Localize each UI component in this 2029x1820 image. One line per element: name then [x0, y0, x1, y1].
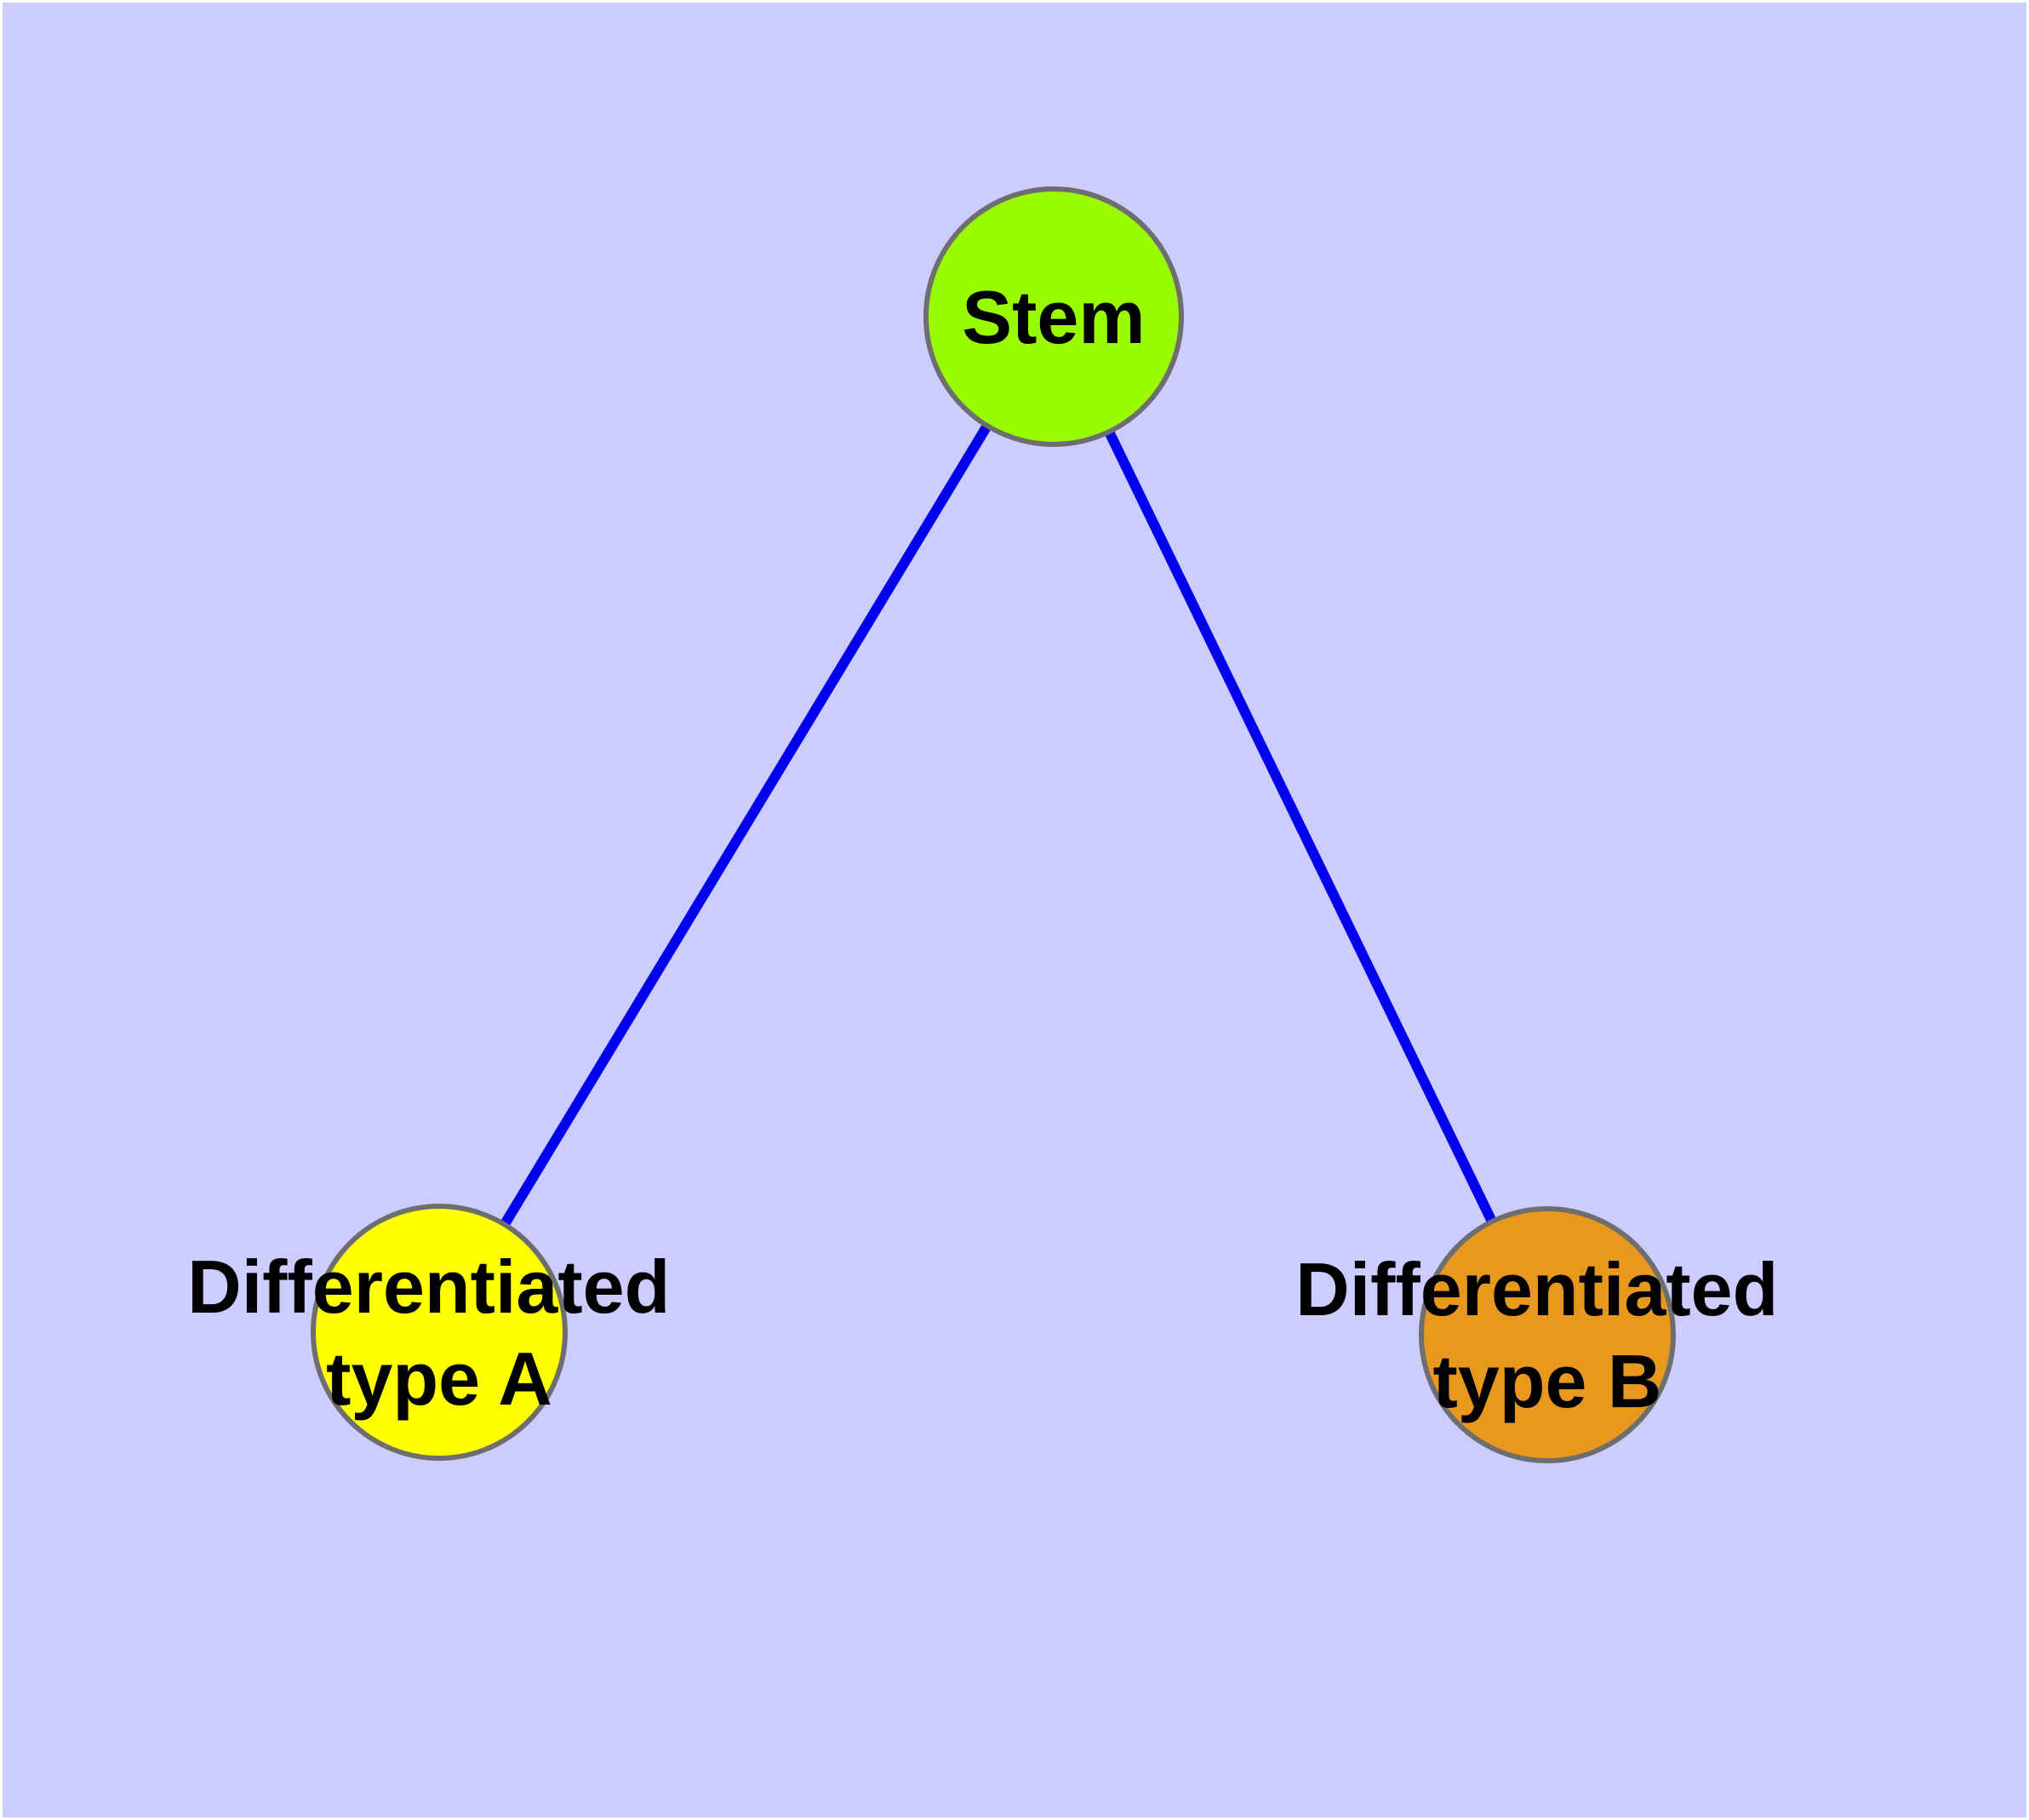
node-differentiated-type-b-label: Differentiated type B	[1295, 1247, 1799, 1423]
node-stem-circle	[923, 186, 1184, 447]
node-stem-label: Stem	[962, 275, 1145, 359]
node-differentiated-type-a-label: Differentiated type A	[187, 1245, 691, 1421]
node-differentiated-type-a-label-line2: type A	[326, 1336, 552, 1421]
node-differentiated-type-b-label-line1: Differentiated	[1295, 1247, 1778, 1331]
node-differentiated-type-a-label-line1: Differentiated	[187, 1245, 670, 1329]
node-differentiated-type-b-circle	[1419, 1206, 1676, 1463]
edge-stem-to-type-a	[500, 422, 992, 1228]
node-differentiated-type-b: Differentiated type B	[1295, 1206, 1799, 1463]
node-differentiated-type-a: Differentiated type A	[187, 1204, 691, 1461]
node-stem-label-line1: Stem	[962, 275, 1145, 359]
node-stem: Stem	[923, 186, 1184, 447]
node-differentiated-type-b-label-line2: type B	[1433, 1339, 1662, 1423]
edge-stem-to-type-b	[1104, 429, 1497, 1224]
node-differentiated-type-a-circle	[311, 1204, 568, 1461]
